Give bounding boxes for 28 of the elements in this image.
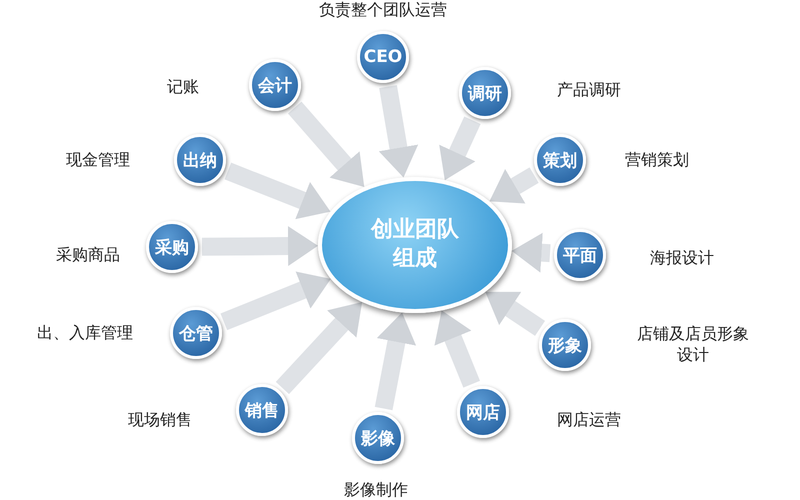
role-caption: 营销策划 [625,150,689,170]
role-circle: 会计 [249,59,301,111]
role-caption: 出、入库管理 [37,322,133,344]
role-caption: 海报设计 [650,248,714,268]
role-caption: 现场销售 [128,410,192,430]
role-circle: 出纳 [174,134,226,186]
block-arrow [511,232,551,273]
role-caption: 负责整个团队运营 [319,0,447,21]
role-circle: CEO [357,31,409,83]
role-circle: 策划 [534,134,586,186]
role-circle: 仓管 [170,307,222,359]
role-caption: 记账 [167,76,199,98]
role-caption: 网店运营 [557,410,621,430]
block-arrow [202,226,318,266]
role-caption: 影像制作 [344,480,408,500]
role-caption: 店铺及店员形象设计 [636,324,750,366]
role-circle: 采购 [146,221,198,273]
role-circle: 形象 [539,319,591,371]
block-arrow [374,310,416,410]
role-circle: 网店 [457,386,509,438]
role-caption: 现金管理 [66,150,130,170]
role-circle: 销售 [236,384,288,436]
role-circle: 影像 [352,412,404,464]
block-arrow [378,85,418,179]
role-circle: 平面 [554,229,606,281]
role-caption: 产品调研 [557,80,621,100]
role-caption: 采购商品 [56,244,120,266]
role-circle: 调研 [459,67,511,119]
